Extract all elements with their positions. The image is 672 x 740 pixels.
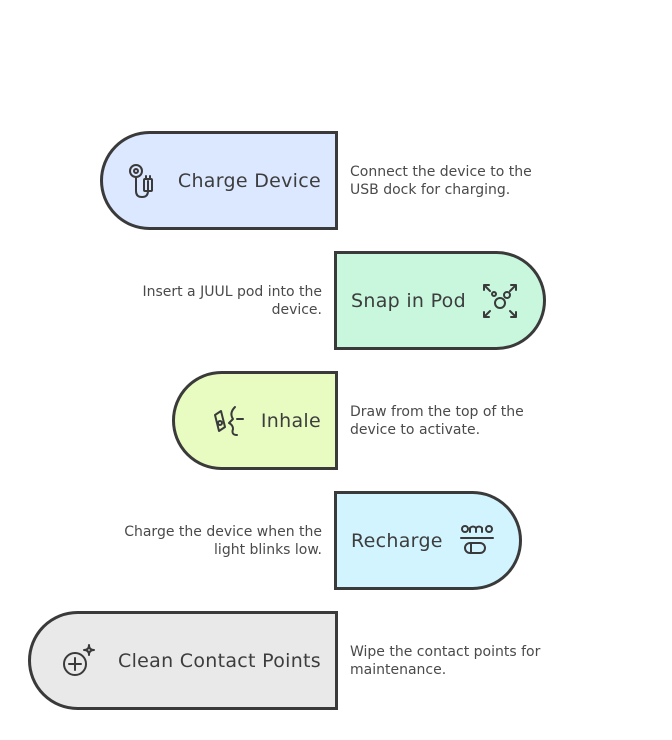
battery-low-icon [457, 521, 497, 561]
step-snap-in-pod: Snap in Pod [334, 251, 546, 350]
step-description: Insert a JUUL pod into the device. [142, 284, 322, 318]
step-label: Inhale [260, 409, 321, 432]
step-label: Clean Contact Points [118, 649, 321, 672]
step-description: Charge the device when the light blinks … [124, 524, 322, 558]
step-label: Charge Device [177, 169, 321, 192]
inhale-face-icon [209, 401, 249, 441]
step-recharge: Recharge [334, 491, 522, 590]
scatter-arrows-icon [480, 281, 520, 321]
step-description: Draw from the top of the device to activ… [350, 404, 524, 438]
sparkle-plus-icon [58, 641, 98, 681]
step-description: Wipe the contact points for maintenance. [350, 644, 541, 678]
step-label: Snap in Pod [351, 289, 466, 312]
step-clean-contact-points: Clean Contact Points [28, 611, 338, 710]
step-inhale: Inhale [172, 371, 338, 470]
step-charge-device: Charge Device [100, 131, 338, 230]
usb-cable-icon [126, 161, 166, 201]
step-label: Recharge [351, 529, 443, 552]
step-description: Connect the device to the USB dock for c… [350, 164, 532, 198]
